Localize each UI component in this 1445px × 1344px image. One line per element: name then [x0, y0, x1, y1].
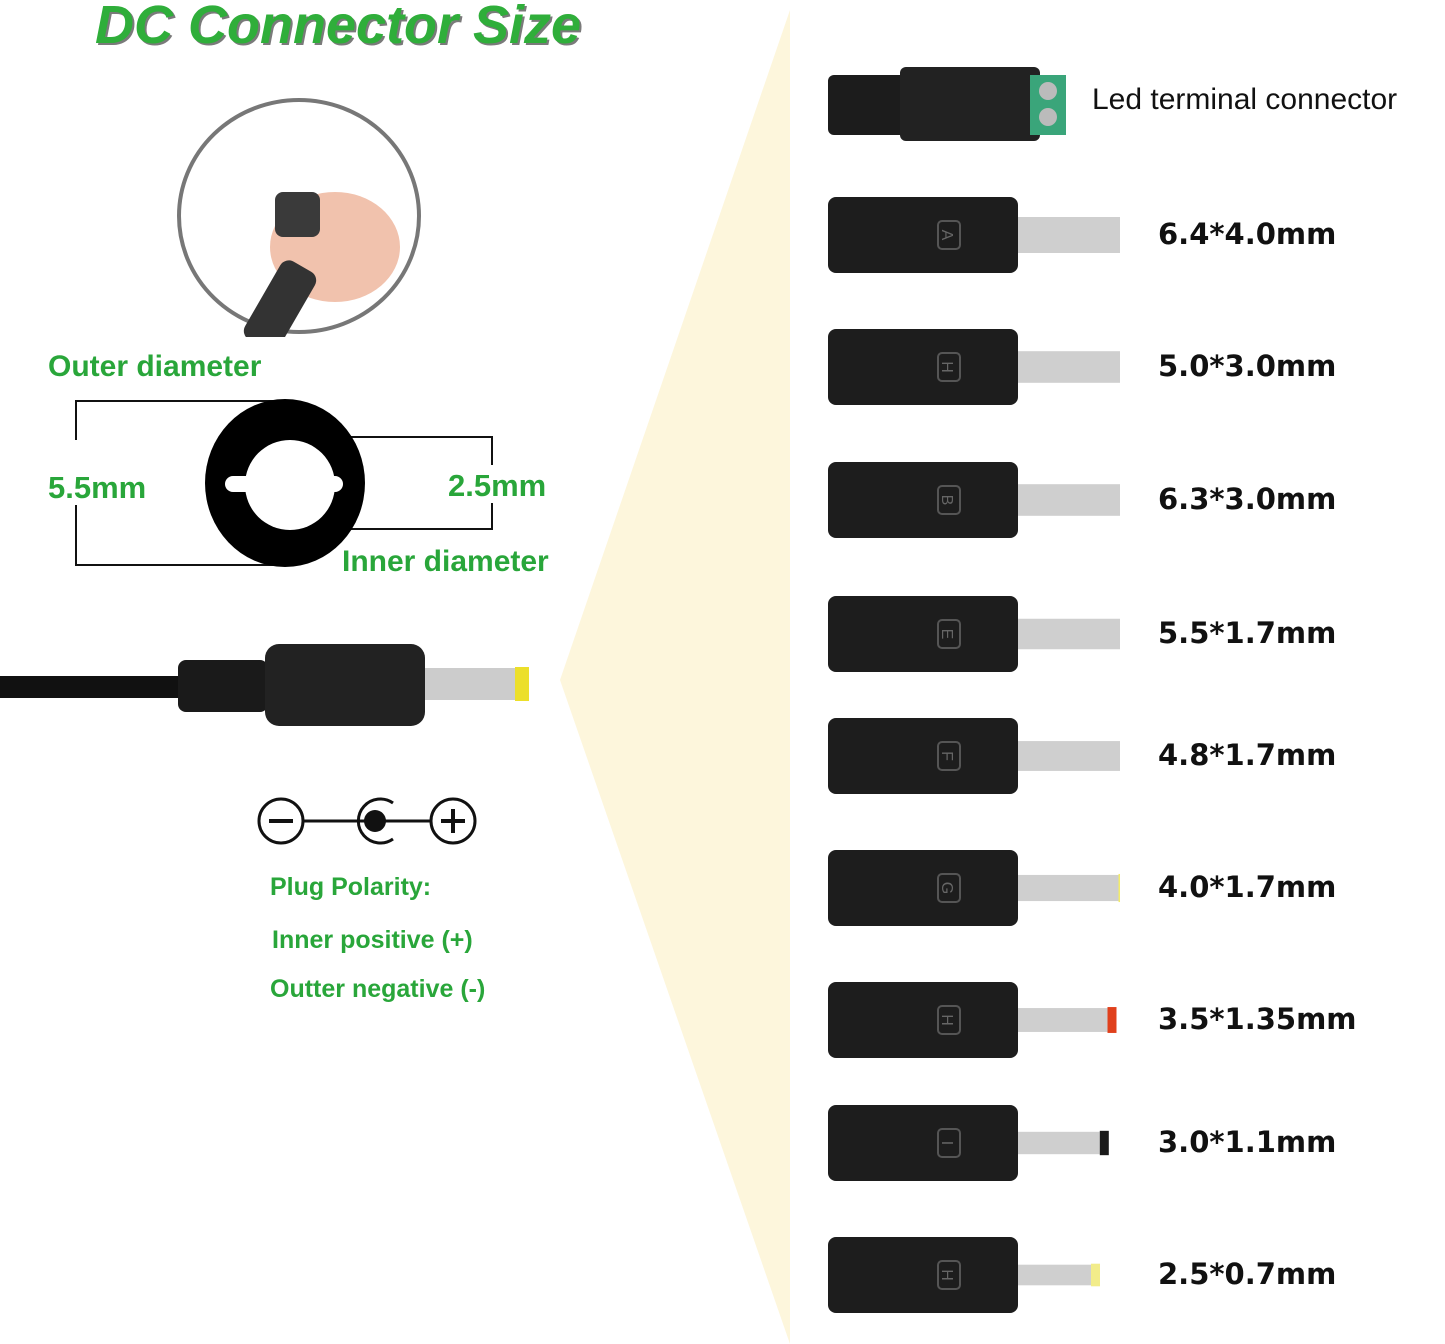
connector-letter: F: [938, 751, 955, 761]
connector-tip-image: F: [828, 718, 1120, 794]
connector-letter: H: [938, 1269, 955, 1281]
connector-item: I 3.0*1.1mm: [820, 1093, 1440, 1193]
connector-tip-image: B: [828, 462, 1120, 538]
connector-letter: I: [938, 1141, 955, 1145]
connector-size-label: 5.5*1.7mm: [1158, 616, 1337, 650]
connector-size-label: 3.0*1.1mm: [1158, 1125, 1337, 1159]
connector-size-label: 4.8*1.7mm: [1158, 738, 1337, 772]
terminal-connector-image: [828, 67, 1066, 141]
polarity-outer: Outter negative (-): [270, 975, 486, 1003]
dc-plug-image: [0, 644, 529, 726]
connector-letter: A: [938, 230, 955, 241]
connector-item: H 5.0*3.0mm: [820, 317, 1440, 417]
connector-size-label: 4.0*1.7mm: [1158, 870, 1337, 904]
connector-letter: G: [938, 882, 955, 894]
connector-tip-image: H: [828, 982, 1117, 1058]
diameter-diagram: [75, 399, 493, 567]
outer-diameter-value: 5.5mm: [48, 470, 147, 505]
connector-size-label: 6.3*3.0mm: [1158, 482, 1337, 516]
connector-item: F 4.8*1.7mm: [820, 706, 1440, 806]
polarity-inner: Inner positive (+): [272, 926, 473, 954]
connector-size-label: 5.0*3.0mm: [1158, 349, 1337, 383]
connector-letter: B: [938, 495, 955, 506]
connector-letter: H: [938, 1014, 955, 1026]
polarity-heading: Plug Polarity:: [270, 873, 432, 901]
connector-size-label: 3.5*1.35mm: [1158, 1002, 1357, 1036]
connector-tip-image: I: [828, 1105, 1109, 1181]
connector-letter: H: [938, 361, 955, 373]
connector-tip-image: H: [828, 1237, 1100, 1313]
connector-letter: E: [938, 629, 955, 640]
connector-size-label: 6.4*4.0mm: [1158, 217, 1337, 251]
inner-diameter-value: 2.5mm: [448, 468, 547, 503]
connector-item: G 4.0*1.7mm: [820, 838, 1440, 938]
page-title: DC Connector Size: [95, 0, 582, 55]
connector-label: Led terminal connector: [1092, 83, 1398, 116]
connector-item: E 5.5*1.7mm: [820, 584, 1440, 684]
outer-diameter-label: Outer diameter: [48, 350, 262, 383]
connector-size-label: 2.5*0.7mm: [1158, 1257, 1337, 1291]
connector-item: A 6.4*4.0mm: [820, 185, 1440, 285]
connector-tip-image: G: [828, 850, 1120, 926]
connector-tip-image: E: [828, 596, 1120, 672]
connector-tip-image: A: [828, 197, 1120, 273]
connector-item: H 2.5*0.7mm: [820, 1225, 1440, 1325]
hand-photo-circle: [177, 98, 421, 337]
inner-diameter-label: Inner diameter: [342, 545, 549, 578]
connector-item: Led terminal connector: [820, 53, 1440, 153]
polarity-symbol: [257, 797, 477, 845]
connector-item: B 6.3*3.0mm: [820, 450, 1440, 550]
connector-item: H 3.5*1.35mm: [820, 970, 1440, 1070]
connector-tip-image: H: [828, 329, 1120, 405]
